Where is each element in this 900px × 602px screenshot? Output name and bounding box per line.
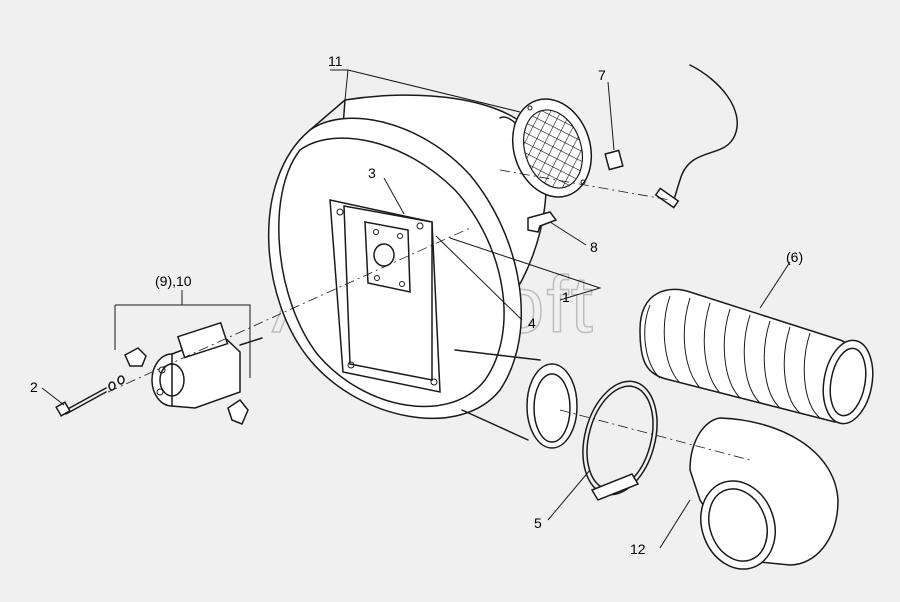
mounting-plate [329,199,441,393]
outlet-tube [526,363,578,449]
elbow-tube [689,417,839,570]
screen-grille [511,98,593,198]
callout-11: 11 [328,53,343,69]
center-lines [107,169,751,461]
sensor-cable [654,64,738,209]
callout-labels: 11 7 3 8 (6) 1 4 (9),10 2 5 12 [30,53,803,557]
hydraulic-motor [151,321,263,409]
callout-5: 5 [534,515,542,531]
callout-4: 4 [528,315,536,331]
callout-12: 12 [630,541,646,557]
callout-8: 8 [590,239,598,255]
callout-6: (6) [786,249,803,265]
callout-2: 2 [30,379,38,395]
leader-lines [41,69,791,549]
motor-fittings [55,347,249,425]
callout-3: 3 [368,165,376,181]
callout-1: 1 [562,289,570,305]
bracket-8 [527,211,558,233]
corrugated-hose [639,288,874,425]
callout-9-10: (9),10 [155,273,192,289]
callout-7: 7 [598,67,606,83]
hose-clamp [582,380,658,501]
bracket-clip-7 [604,149,624,171]
